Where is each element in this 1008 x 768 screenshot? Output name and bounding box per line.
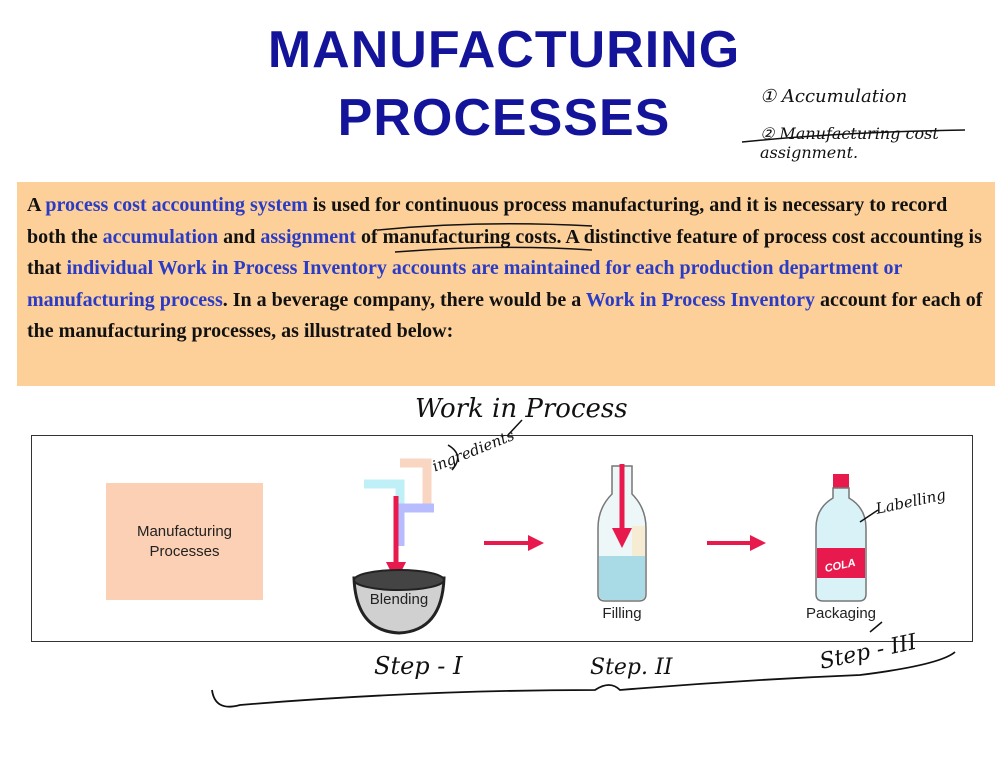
title-line-2: PROCESSES	[337, 89, 671, 147]
diagram-graphics: COLA	[352, 458, 867, 635]
handwritten-step-1: Step - I	[374, 652, 463, 680]
description-box: A process cost accounting system is used…	[17, 182, 995, 386]
description-paragraph: A process cost accounting system is used…	[27, 190, 985, 348]
handwritten-curl	[447, 444, 459, 471]
arrow-fill-to-pack-head	[750, 535, 766, 551]
filling-arrow-head	[612, 528, 632, 548]
handwritten-note-accumulation: ① Accumulation	[760, 86, 908, 107]
packaging-bottle-cap	[833, 474, 849, 488]
ingredient-pipe-3	[395, 503, 434, 546]
manufacturing-processes-box: Manufacturing Processes	[106, 483, 263, 600]
blending-bowl-rim	[353, 569, 445, 591]
step-label-filling: Filling	[602, 605, 642, 622]
title-line-1: MANUFACTURING	[267, 21, 741, 79]
step-label-blending: Blending	[369, 591, 429, 608]
text-segment: account for each of the manufacturing pr…	[27, 288, 983, 343]
highlight-assignment: assignment	[260, 225, 356, 248]
step-label-packaging: Packaging	[805, 605, 877, 622]
handwritten-tick-labelling	[859, 509, 879, 523]
packaging-bottle-label	[817, 548, 865, 578]
filling-bottle-liquid-top	[632, 526, 645, 556]
text-segment: is used for continuous process manufactu…	[27, 194, 948, 248]
manufacturing-processes-label: Manufacturing Processes	[136, 522, 233, 560]
handwritten-mark-step3	[869, 621, 883, 633]
ingredient-pipe-1	[400, 458, 432, 508]
arrow-blend-to-fill-head	[528, 535, 544, 551]
text-segment: A	[27, 194, 46, 216]
text-segment: and	[218, 225, 261, 248]
handwritten-underline-note	[741, 129, 966, 143]
highlight-individual-wip: individual Work in Process Inventory acc…	[27, 257, 903, 311]
text-segment: . In a beverage company, there would be …	[222, 288, 586, 311]
handwritten-brace	[211, 651, 956, 708]
handwritten-work-in-process: Work in Process	[415, 394, 628, 424]
highlight-process-cost-system: process cost accounting system	[45, 194, 308, 216]
handwritten-underline-record	[394, 246, 593, 253]
highlight-wip-inventory: Work in Process Inventory	[585, 288, 815, 311]
text-segment: of manufacturing costs. A distinctive fe…	[27, 225, 982, 280]
process-diagram: Manufacturing Processes COLA Blending Fi…	[31, 435, 973, 642]
blending-bowl	[352, 576, 446, 635]
handwritten-tick-ingredients	[507, 419, 523, 436]
handwritten-underline-accumulation	[377, 223, 593, 231]
filling-bottle-liquid	[599, 556, 645, 600]
handwritten-step-2: Step. II	[590, 655, 673, 680]
highlight-accumulation: accumulation	[102, 225, 219, 248]
